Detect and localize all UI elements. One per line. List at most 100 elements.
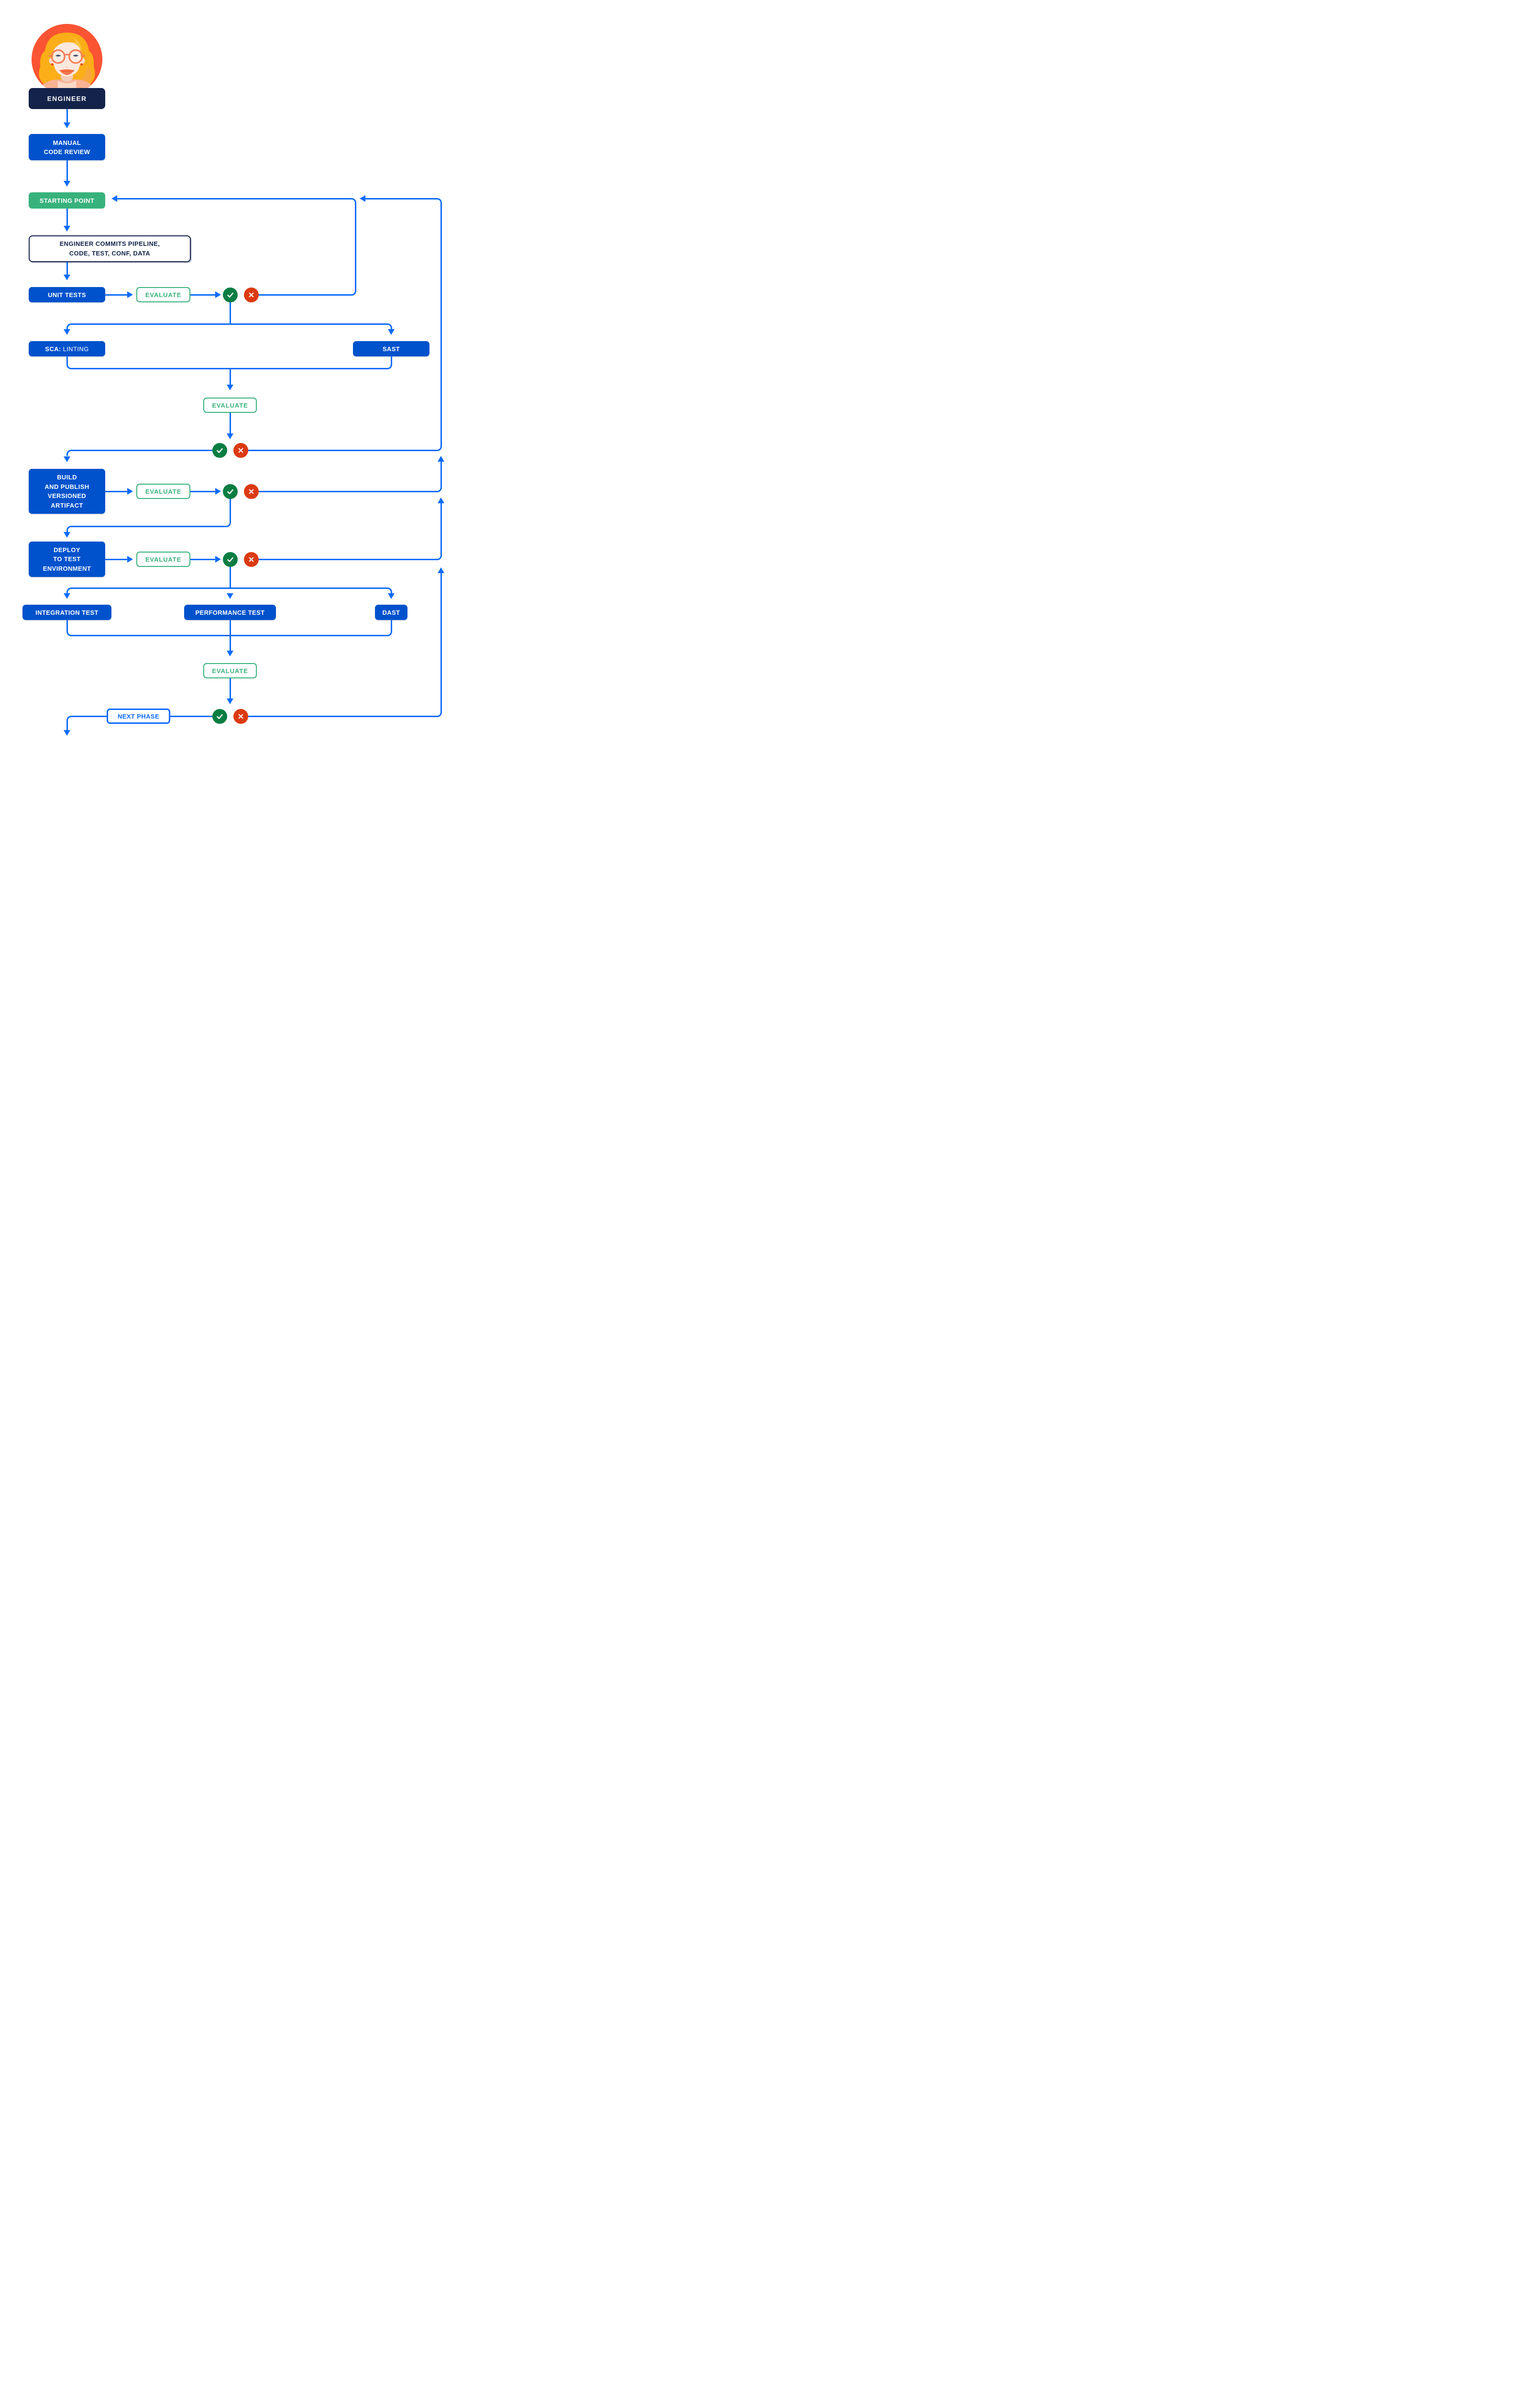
connector-corner	[385, 630, 392, 636]
connector	[229, 566, 231, 588]
connector	[66, 356, 68, 363]
node-label: EVALUATE	[212, 401, 248, 409]
node-label: DAST	[382, 609, 400, 616]
node-label: PERFORMANCE TEST	[195, 609, 265, 616]
arrowhead	[64, 226, 70, 232]
pass-dot-4	[222, 552, 238, 567]
connector-corner	[66, 525, 73, 532]
node-build-publish: BUILD AND PUBLISH VERSIONED ARTIFACT	[29, 469, 105, 514]
connector	[190, 490, 215, 492]
connector	[72, 525, 225, 527]
node-label: STARTING POINT	[39, 197, 95, 204]
fail-dot-3	[243, 484, 259, 499]
connector	[190, 294, 215, 296]
connector-corner	[435, 486, 442, 492]
pass-dot-3	[222, 484, 238, 499]
arrowhead	[215, 556, 221, 563]
fail-dot-1	[243, 287, 259, 302]
node-next-phase: NEXT PHASE	[107, 709, 170, 724]
connector	[66, 620, 68, 630]
pipeline-flowchart: ENGINEER MANUAL CODE REVIEW STARTING POI…	[0, 0, 462, 754]
node-label-line: ARTIFACT	[51, 501, 83, 509]
node-label-regular: LINTING	[63, 345, 89, 353]
node-performance-test: PERFORMANCE TEST	[184, 605, 276, 620]
x-icon	[238, 448, 243, 453]
node-label: INTEGRATION TEST	[35, 609, 99, 616]
arrowhead	[227, 433, 233, 439]
connector	[170, 715, 212, 717]
node-sca-linting: SCA: LINTING	[29, 341, 105, 356]
connector-corner	[385, 587, 392, 594]
arrowhead	[64, 181, 70, 187]
arrowhead	[64, 122, 70, 128]
connector	[365, 198, 436, 199]
node-label-bold: SCA:	[45, 345, 61, 353]
connector-corner	[66, 363, 73, 369]
connector-corner	[66, 587, 73, 594]
check-icon	[216, 714, 223, 719]
arrowhead	[127, 556, 133, 563]
connector-corner	[435, 198, 442, 204]
connector	[229, 413, 231, 433]
arrowhead	[438, 456, 444, 462]
node-starting-point: STARTING POINT	[29, 192, 105, 209]
connector	[390, 356, 392, 363]
check-icon	[227, 292, 233, 298]
node-label-line: AND PUBLISH	[44, 483, 89, 490]
node-evaluate-3: EVALUATE	[136, 484, 190, 499]
node-label-line: DEPLOY	[54, 546, 80, 554]
connector-corner	[66, 323, 73, 330]
connector	[440, 573, 442, 711]
connector	[248, 715, 436, 717]
connector-corner	[350, 289, 356, 296]
node-label-line: ENGINEER COMMITS PIPELINE,	[59, 240, 160, 247]
connector	[190, 558, 215, 560]
node-label: NEXT PHASE	[117, 712, 160, 720]
node-engineer: ENGINEER	[29, 88, 105, 109]
connector	[72, 367, 386, 369]
connector	[66, 262, 68, 275]
node-evaluate-2: EVALUATE	[203, 398, 257, 413]
arrowhead	[64, 275, 70, 280]
arrowhead	[215, 291, 221, 298]
connector-corner	[350, 198, 356, 204]
arrowhead	[64, 730, 70, 736]
node-label: SAST	[382, 345, 400, 353]
connector	[258, 558, 436, 560]
fail-dot-2	[233, 443, 248, 458]
engineer-avatar	[31, 23, 103, 95]
arrowhead	[227, 385, 233, 390]
node-engineer-commits: ENGINEER COMMITS PIPELINE, CODE, TEST, C…	[29, 235, 191, 262]
x-icon	[249, 557, 253, 562]
node-label: EVALUATE	[145, 555, 182, 563]
x-icon	[249, 292, 253, 297]
connector	[66, 109, 68, 122]
connector	[440, 462, 442, 486]
node-dast: DAST	[375, 605, 407, 620]
connector	[72, 323, 386, 325]
connector-corner	[435, 554, 442, 560]
connector	[229, 302, 231, 324]
check-icon	[227, 557, 233, 562]
connector	[72, 449, 212, 451]
node-label: EVALUATE	[145, 487, 182, 495]
connector	[105, 558, 127, 560]
node-label-line: VERSIONED	[47, 492, 87, 499]
node-evaluate-4: EVALUATE	[136, 552, 190, 567]
connector-corner	[66, 449, 73, 456]
connector-corner	[435, 444, 442, 451]
pass-dot-2	[212, 443, 227, 458]
fail-dot-4	[243, 552, 259, 567]
arrowhead	[127, 488, 133, 495]
node-label-line: CODE, TEST, CONF, DATA	[69, 250, 151, 257]
x-icon	[238, 714, 243, 719]
arrowhead	[388, 593, 395, 599]
connector	[248, 449, 436, 451]
connector	[258, 490, 436, 492]
x-icon	[249, 489, 253, 494]
node-label: EVALUATE	[212, 667, 248, 675]
connector	[354, 204, 356, 289]
connector-corner	[224, 520, 231, 527]
node-manual-code-review: MANUAL CODE REVIEW	[29, 134, 105, 160]
connector	[66, 209, 68, 226]
